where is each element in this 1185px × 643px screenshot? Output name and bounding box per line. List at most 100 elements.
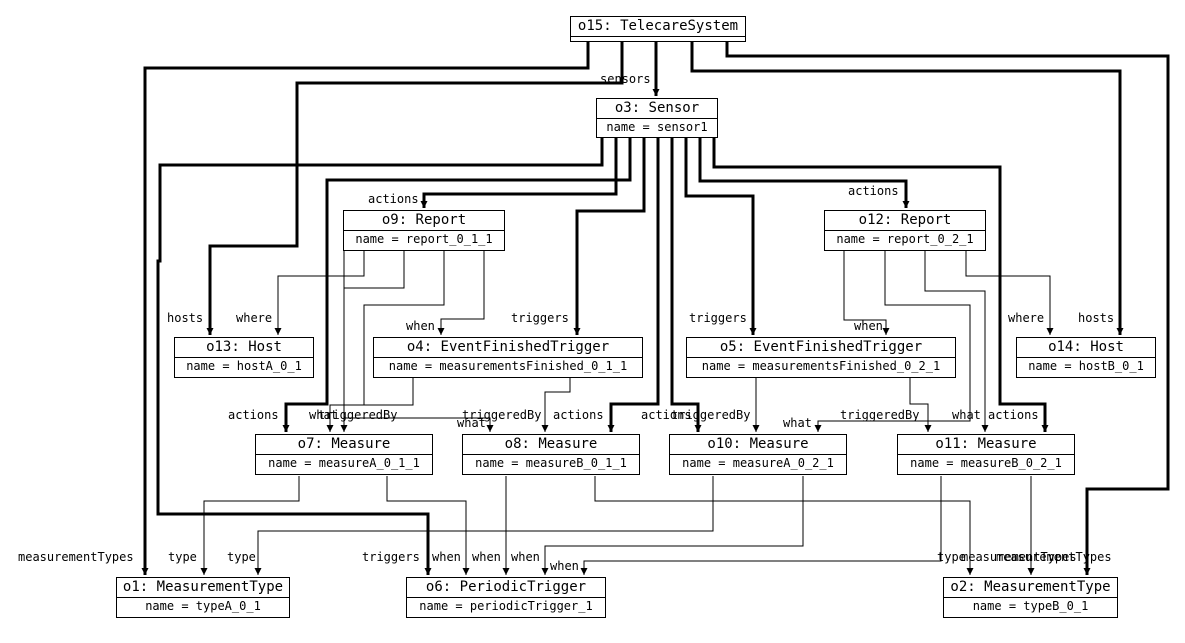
object-title: o7: Measure: [256, 435, 432, 455]
role-label-when: when: [432, 550, 461, 564]
object-title: o8: Measure: [463, 435, 639, 455]
role-label-triggeredby: triggeredBy: [840, 408, 920, 422]
link-triggeredby-o11: [909, 377, 932, 432]
object-attribute: name = measureB_0_1_1: [475, 456, 627, 470]
object-o8[interactable]: o8: Measure name = measureB_0_1_1: [462, 434, 640, 475]
role-label-actions: actions: [553, 408, 604, 422]
object-attribute: name = hostB_0_1: [1028, 359, 1144, 373]
object-title: o15: TelecareSystem: [571, 17, 745, 37]
object-o2[interactable]: o2: MeasurementType name = typeB_0_1: [943, 577, 1118, 618]
link-measurementtypes-o2: [725, 41, 1170, 575]
object-o4[interactable]: o4: EventFinishedTrigger name = measurem…: [373, 337, 643, 378]
link-hosts-o14: [690, 41, 1124, 335]
object-attribute: name = measurementsFinished_0_1_1: [388, 359, 628, 373]
role-label-sensors: sensors: [600, 72, 651, 86]
role-label-actions: actions: [641, 408, 692, 422]
link-actions-o7: [282, 138, 632, 432]
link-what-o10: [924, 250, 989, 432]
object-o10[interactable]: o10: Measure name = measureA_0_2_1: [669, 434, 847, 475]
link-where-o13: [274, 250, 365, 335]
object-title: o10: Measure: [670, 435, 846, 455]
link-when-o7: [386, 476, 470, 575]
link-measurementtypes-o1: [141, 41, 590, 575]
object-o13[interactable]: o13: Host name = hostA_0_1: [174, 337, 314, 378]
role-label-measurementtypes: measurementTypes: [996, 550, 1112, 564]
role-label-triggers: triggers: [511, 311, 569, 325]
object-attribute: name = report_0_1_1: [355, 232, 493, 246]
object-attribute: name = sensor1: [606, 120, 708, 134]
role-label-what: what: [309, 408, 338, 422]
link-when-o4: [437, 250, 485, 335]
role-label-actions: actions: [368, 192, 419, 206]
role-label-when: when: [854, 319, 883, 333]
role-label-hosts: hosts: [1078, 311, 1115, 325]
role-label-what: what: [457, 416, 486, 430]
object-title: o4: EventFinishedTrigger: [374, 338, 642, 358]
link-what-o11: [814, 250, 971, 432]
role-label-triggeredby: triggeredBy: [462, 408, 542, 422]
role-label-what: what: [952, 408, 981, 422]
role-label-measurementtypes: measurementTypes: [18, 550, 134, 564]
object-o5[interactable]: o5: EventFinishedTrigger name = measurem…: [686, 337, 956, 378]
object-o14[interactable]: o14: Host name = hostB_0_1: [1016, 337, 1156, 378]
role-label-type: type: [937, 550, 966, 564]
link-type-o10: [254, 476, 714, 575]
role-label-when: when: [511, 550, 540, 564]
role-label-triggeredby: triggeredBy: [318, 408, 398, 422]
link-triggers-o5: [684, 138, 757, 335]
object-o15[interactable]: o15: TelecareSystem: [570, 16, 746, 42]
object-title: o3: Sensor: [597, 99, 717, 119]
link-report-o9-o6: [363, 250, 445, 405]
link-where-o14: [965, 250, 1054, 335]
role-label-hosts: hosts: [167, 311, 204, 325]
role-label-type: type: [168, 550, 197, 564]
object-attribute: name = measureA_0_2_1: [682, 456, 834, 470]
object-attribute: name = hostA_0_1: [186, 359, 302, 373]
object-attribute: name = measureA_0_1_1: [268, 456, 420, 470]
object-title: o14: Host: [1017, 338, 1155, 358]
object-o12[interactable]: o12: Report name = report_0_2_1: [824, 210, 986, 251]
link-when-o5: [843, 250, 890, 335]
object-attribute: name = typeA_0_1: [145, 599, 261, 613]
link-hosts-o13: [206, 41, 624, 335]
object-attribute: name = periodicTrigger_1: [419, 599, 593, 613]
role-label-what: what: [783, 416, 812, 430]
object-o6[interactable]: o6: PeriodicTrigger name = periodicTrigg…: [406, 577, 606, 618]
object-title: o6: PeriodicTrigger: [407, 578, 605, 598]
object-title: o13: Host: [175, 338, 313, 358]
object-title: o11: Measure: [898, 435, 1074, 455]
link-triggeredby-o7: [326, 377, 414, 432]
object-o3[interactable]: o3: Sensor name = sensor1: [596, 98, 718, 138]
object-title: o1: MeasurementType: [117, 578, 289, 598]
role-label-actions: actions: [228, 408, 279, 422]
role-label-triggers: triggers: [362, 550, 420, 564]
object-attribute: name = measureB_0_2_1: [910, 456, 1062, 470]
link-when-o10: [541, 476, 804, 575]
role-label-where: where: [1008, 311, 1045, 325]
object-o1[interactable]: o1: MeasurementType name = typeA_0_1: [116, 577, 290, 618]
role-label-when: when: [472, 550, 501, 564]
role-label-when: when: [550, 559, 579, 573]
link-actions-o11: [712, 138, 1049, 432]
role-label-measurementtypes: measurementTypes: [961, 550, 1077, 564]
link-actions-o10: [670, 138, 702, 432]
object-title: o9: Report: [344, 211, 504, 231]
role-label-type: type: [227, 550, 256, 564]
link-when-o11: [580, 476, 942, 575]
link-triggeredby-o8: [541, 377, 571, 432]
role-label-actions: actions: [988, 408, 1039, 422]
object-o7[interactable]: o7: Measure name = measureA_0_1_1: [255, 434, 433, 475]
link-actions-o9: [420, 138, 618, 208]
link-type-o7: [200, 476, 300, 575]
role-label-triggers: triggers: [689, 311, 747, 325]
link-triggers-o6: [156, 138, 604, 575]
role-label-actions: actions: [848, 184, 899, 198]
link-type-o8: [594, 476, 974, 575]
link-triggers-o4: [573, 138, 646, 335]
role-label-when: when: [406, 319, 435, 333]
object-o11[interactable]: o11: Measure name = measureB_0_2_1: [897, 434, 1075, 475]
link-what-o8: [343, 250, 494, 432]
object-o9[interactable]: o9: Report name = report_0_1_1: [343, 210, 505, 251]
